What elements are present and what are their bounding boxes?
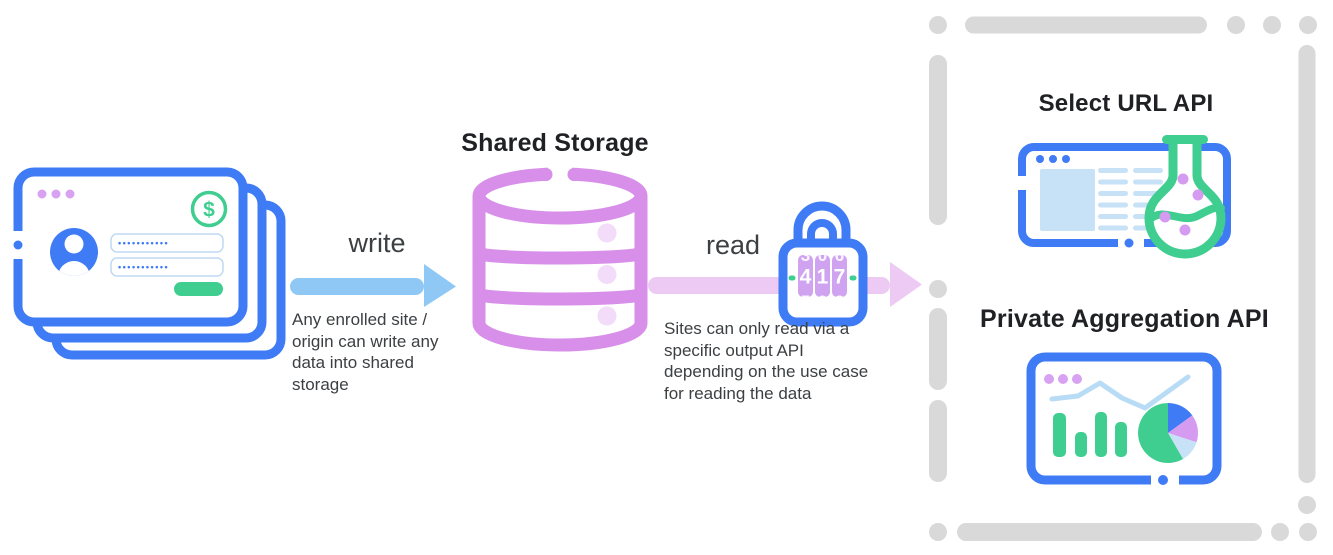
read-label: read [705,230,761,260]
svg-text:3: 3 [801,246,810,265]
dashed-boundary [929,16,1317,541]
svg-text:1: 1 [817,266,829,289]
write-label: write [348,228,406,258]
svg-text:8: 8 [835,292,844,311]
svg-text:4: 4 [800,266,812,289]
lock-dial-2[interactable]: 0 1 2 [815,246,830,311]
select-url-api-icon [1016,135,1231,259]
select-url-api-title: Select URL API [1038,90,1214,117]
password-input-1[interactable]: ••••••••••• [110,233,224,253]
window-dots-icon [1036,155,1070,163]
svg-text:0: 0 [818,246,827,265]
database-icon [472,162,648,352]
login-windows-illustration: $ ••••••••••• ••••••••••• [13,167,286,360]
lock-dial-3[interactable]: 6 7 8 [832,246,847,311]
pie-chart-icon [1138,403,1198,463]
dollar-icon: $ [190,190,228,228]
read-note: Sites can only read via a specific outpu… [664,319,869,403]
lock-dial-1[interactable]: 3 4 5 [798,246,813,311]
svg-text:•••••••••••: ••••••••••• [118,238,169,248]
svg-text:6: 6 [835,246,844,265]
svg-text:•••••••••••: ••••••••••• [118,262,169,272]
lock-shackle-inner [807,219,837,248]
shared-storage-title: Shared Storage [461,129,649,157]
border-notch-dot [13,240,23,250]
lock-shackle-outer [793,201,851,248]
bar-chart-icon [1053,412,1127,457]
write-note: Any enrolled site / origin can write any… [292,310,439,394]
svg-text:2: 2 [818,292,827,311]
flask-icon [1144,135,1226,259]
private-aggregation-api-title: Private Aggregation API [980,305,1269,333]
private-aggregation-api-icon [1026,352,1222,486]
content-block [1040,169,1095,231]
svg-text:7: 7 [834,266,846,289]
password-input-2[interactable]: ••••••••••• [110,257,224,277]
svg-text:$: $ [203,199,215,222]
write-arrow [290,264,456,307]
line-chart-icon [1049,374,1191,411]
avatar-icon [50,228,98,276]
svg-text:5: 5 [801,292,810,311]
window-dots-icon [37,189,75,199]
submit-button[interactable] [174,282,223,296]
combination-lock-icon: 3 4 5 0 1 2 6 7 8 [778,201,868,327]
window-dots-icon [1044,374,1082,384]
